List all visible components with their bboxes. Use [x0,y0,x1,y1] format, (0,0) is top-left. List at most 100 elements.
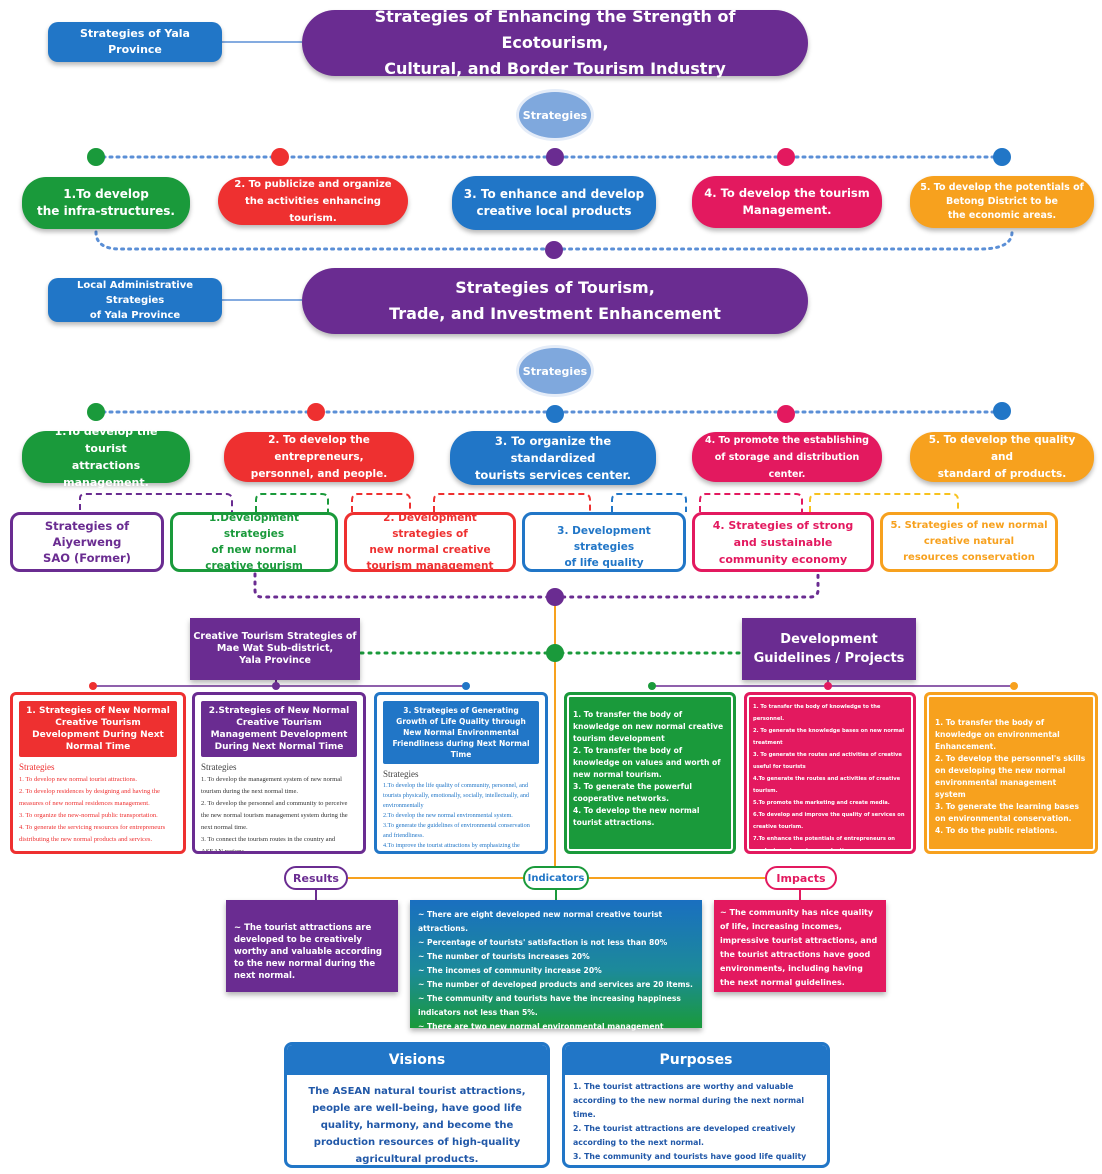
purposes-box: Purposes 1. The tourist attractions are … [562,1042,830,1168]
guideline-card-2: 1. To transfer the body of knowledge to … [744,692,916,854]
results-text: ~ The tourist attractions are developed … [234,923,383,981]
bubble-text: Strategies [519,92,591,138]
side-label-text: of Yala Province [89,309,181,321]
label-text: Impacts [776,871,826,885]
strategy-card-2: 2.Strategies of New Normal Creative Tour… [192,692,366,854]
card-head: 1. Strategies of New Normal Creative Tou… [19,701,177,757]
impacts-label: Impacts [765,866,837,890]
dev-strategy-3-box: 3. Development strategies of life qualit… [522,512,686,572]
box-line: 1.Development strategies [209,512,299,540]
side-label-local-admin: Local Administrative Strategies of Yala … [48,278,222,322]
card-head: 3. Strategies of Generating Growth of Li… [383,701,539,764]
node-dot [648,682,656,690]
card-item: 2.To develop the new normal environmenta… [383,812,513,819]
node-dot [89,682,97,690]
strategy-card-1: 1. Strategies of New Normal Creative Tou… [10,692,186,854]
head-line: Development [780,632,878,647]
item-line: 2. To develop the entrepreneurs, [268,433,370,463]
item-line: 4. To promote the establishing [705,434,869,446]
indicator-item: ~ The number of tourists increases 20% [418,952,590,961]
s1-item-1: 1.To develop the infra-structures. [22,177,190,229]
head-line: Yala Province [239,655,311,666]
card-item: 3. To generate the learning bases on env… [935,802,1079,823]
s1-item-3: 3. To enhance and develop creative local… [452,176,656,230]
indicators-box: ~ There are eight developed new normal c… [410,900,702,1045]
card-item: 6.To develop and improve the quality of … [753,812,905,830]
item-line: the economic areas. [947,210,1057,221]
title-line1: Strategies of Enhancing the Strength of … [374,7,736,52]
results-label: Results [284,866,348,890]
purpose-item: 2. The tourist attractions are developed… [573,1124,796,1147]
s1-item-2: 2. To publicize and organize the activit… [218,177,408,225]
card-item: 1. To develop the management system of n… [201,776,342,795]
box-line: community economy [718,552,848,566]
node-dot [87,148,105,166]
node-dot [777,405,795,423]
section2-title: Strategies of Tourism, Trade, and Invest… [302,268,808,334]
indicator-item: ~ There are two new normal environmental… [418,1022,664,1045]
node-dot [462,682,470,690]
impacts-text: ~ The community has nice quality of life… [720,908,878,987]
aiyerweng-sao-box: Strategies of Aiyerweng SAO (Former) [10,512,164,572]
item-line: 5. To develop the potentials of [920,182,1084,193]
box-line: SAO (Former) [43,551,131,565]
s2-item-5: 5. To develop the quality and standard o… [910,432,1094,482]
item-line: of storage and distribution center. [714,451,860,480]
node-dot [87,403,105,421]
s2-item-2: 2. To develop the entrepreneurs, personn… [224,432,414,482]
s2-item-1: 1.To develop the tourist attractions man… [22,425,190,489]
card-item: 7.To enhance the potentials of entrepren… [753,836,895,854]
card-item: 1.To develop the life quality of communi… [383,782,530,809]
card-item: 5.To promote the marketing and create me… [753,800,890,806]
item-line: 5. To develop the quality and [928,433,1076,463]
visions-text: The ASEAN natural tourist attractions, p… [308,1086,526,1165]
section1-title: Strategies of Enhancing the Strength of … [302,7,808,78]
strategies-bubble-1: Strategies [519,92,591,138]
box-line: and sustainable [733,535,833,549]
card-item: 4. To generate the servicing resources f… [19,824,166,843]
item-line: the activities enhancing tourism. [245,195,381,224]
indicators-label: Indicators [523,866,589,890]
dev-strategy-2-box: 2. Development strategies of new normal … [344,512,516,572]
item-line: personnel, and people. [250,467,388,480]
purpose-item: 1. The tourist attractions are worthy an… [573,1082,805,1119]
visions-box: Visions The ASEAN natural tourist attrac… [284,1042,550,1168]
card-item: 2. To generate the knowledge bases on ne… [753,728,905,746]
visions-head: Visions [287,1045,547,1075]
dev-strategy-4-box: 4. Strategies of strong and sustainable … [692,512,874,572]
purposes-head: Purposes [565,1045,827,1075]
card-item: 4.To generate the routes and activities … [753,776,901,794]
card-item: 1. To transfer the body of knowledge on … [573,710,724,743]
node-dot [824,682,832,690]
node-dot [272,682,280,690]
strategy-card-3: 3. Strategies of Generating Growth of Li… [374,692,548,854]
bubble-text: Strategies [519,348,591,394]
head-line: Mae Wat Sub-district, [216,643,334,654]
card-item: 4.To improve the tourist attractions by … [383,842,520,849]
dev-strategy-1-box: 1.Development strategies of new normal c… [170,512,338,572]
box-line: new normal creative [369,544,491,556]
node-dot [546,405,564,423]
indicator-item: ~ The number of developed products and s… [418,980,693,989]
impacts-box: ~ The community has nice quality of life… [714,900,886,992]
side-label-text: Strategies of Yala Province [80,27,190,56]
node-dot [993,402,1011,420]
title-line2: Cultural, and Border Tourism Industry [384,59,726,78]
s1-item-4: 4. To develop the tourism Management. [692,176,882,228]
item-line: 3. To organize the standardized [494,433,612,465]
card-item: 3. To generate the routes and activities… [753,752,902,770]
development-guidelines-head: Development Guidelines / Projects [742,618,916,680]
s2-item-4: 4. To promote the establishing of storag… [692,432,882,482]
side-label-text: Local Administrative Strategies [76,279,194,306]
box-line: 3. Development strategies [557,525,651,553]
side-label-yala-province: Strategies of Yala Province [48,22,222,62]
card-head: 2.Strategies of New Normal Creative Tour… [201,701,357,757]
item-line: attractions management. [63,459,149,489]
head-line: Guidelines / Projects [753,651,905,666]
card-item: 3.To generate the guidelines of environm… [383,822,530,839]
item-line: 1.To develop [63,187,149,201]
card-item: 3. To generate the powerful cooperative … [573,782,692,803]
card-item: 2. To develop the personnel's skills on … [935,754,1086,799]
card-item: 4. To develop the new normal tourist att… [573,806,700,827]
indicator-item: ~ There are eight developed new normal c… [418,910,663,933]
